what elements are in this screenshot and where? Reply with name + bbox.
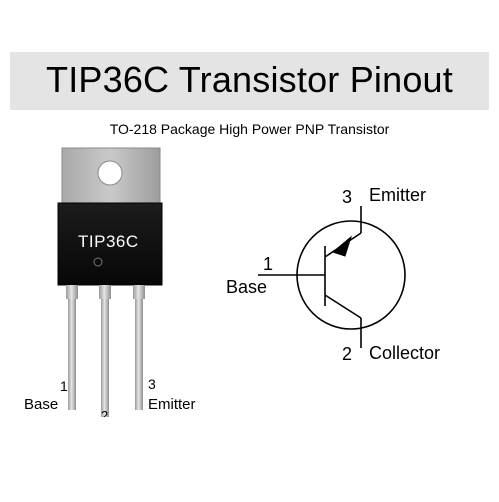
lead-3	[135, 299, 143, 410]
lead-shoulder-2	[99, 285, 111, 299]
lead-shoulder-1	[66, 285, 78, 299]
to218-package	[57, 147, 163, 417]
pin-3-number: 3	[148, 376, 156, 392]
page-title: TIP36C Transistor Pinout	[46, 59, 453, 100]
package-body	[57, 202, 163, 286]
pnp-transistor-symbol	[258, 206, 406, 348]
collector-pin-number: 2	[342, 344, 353, 364]
lead-shoulder-3	[133, 285, 145, 299]
body-dot-marker	[93, 257, 103, 267]
package-marking: TIP36C	[78, 232, 139, 251]
base-label: Base	[226, 277, 268, 297]
lead-2	[101, 299, 109, 417]
emitter-pin-number: 3	[342, 187, 353, 207]
mounting-hole	[97, 160, 123, 186]
lead-1	[68, 299, 76, 410]
collector-diagonal	[324, 294, 362, 319]
collector-label: Collector	[369, 343, 441, 363]
pin-1-name: Base	[24, 396, 59, 413]
emitter-label: Emitter	[369, 185, 427, 205]
pin-3-name: Emitter	[148, 396, 196, 413]
pin-1-number: 1	[60, 378, 68, 394]
emitter-arrow	[331, 235, 352, 257]
title-banner: TIP36C Transistor Pinout	[10, 52, 489, 110]
pin-2-number: 2	[101, 409, 109, 417]
base-pin-number: 1	[263, 254, 274, 274]
page-subtitle: TO-218 Package High Power PNP Transistor	[109, 121, 390, 137]
